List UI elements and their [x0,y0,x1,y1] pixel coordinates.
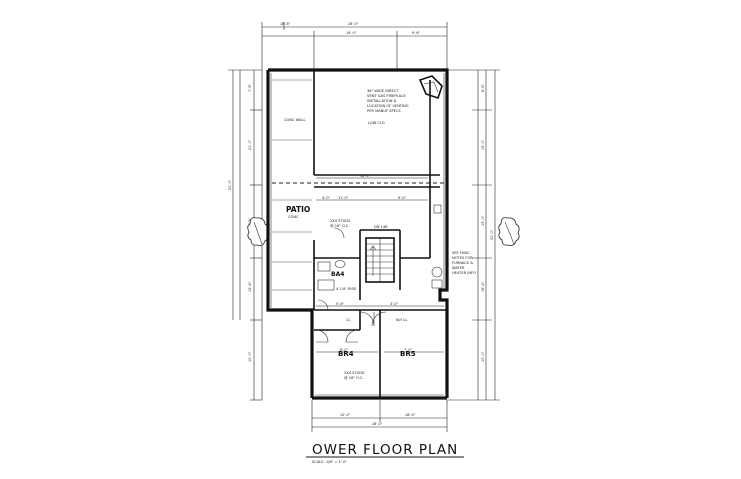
top-dim-text: 14'-0" [346,31,357,35]
bottom-dim-text: 16'-0" [405,413,416,417]
drywall-note: CONC WALL [284,118,306,122]
inner-dim-text: 3'-0" [390,302,398,306]
inner-dim-text: 6'-0" [340,348,348,352]
patio-hatch [272,79,312,291]
inner-dim-text: 7'-0" [404,348,412,352]
note-line: PER MANUF SPECS [367,109,401,113]
note-line: NOTES FOR [452,256,473,260]
top-dim-text: 9'-6" [412,31,420,35]
left-dim-text: 7'-8" [248,84,252,92]
right-dim-text: 10'-0" [481,351,485,362]
note-line: HEATER INFO [452,271,476,275]
mechanical-equipment [431,204,443,289]
left-dim-text: 21'-0" [248,139,252,150]
door-swings [315,227,387,343]
note-line: 36" WIDE DIRECT [367,89,399,93]
mech-note: SEE HVAC NOTES FOR FURNACE & WATER HEATE… [452,251,476,275]
note-line: FURNACE & [452,261,473,265]
bottom-dimensions: 12'-0" 16'-0" 28'-0" [311,400,448,432]
interior-dimensions: 16'-0" 11'-0" 9'-0" 4'-0" 3'-0" 5'-6" 6'… [316,174,444,353]
stair-icon [365,237,395,283]
patio-label: PATIO [286,205,310,214]
bedroom-4-label: BR4 [338,350,354,358]
wall-note: @ 16" O.C. [344,376,364,380]
left-dim-text: 51'-0" [228,179,232,190]
left-dimensions: 7'-8" 21'-0" 8'-6" 15'-6" 10'-0" 51'-0" [228,69,263,401]
plan-title: OWER FLOOR PLAN [312,442,458,458]
scale-note: SCALE: 1/8" = 1'-0" [312,460,347,464]
note-line: WATER [452,266,465,270]
note-line: SEE HVAC [452,251,470,255]
patio-sub-label: CONC [288,215,299,219]
right-tree-symbol [498,217,520,246]
right-dim-text: 51'-0" [490,229,494,240]
right-dimensions: 8'-6" 15'-0" 13'-0" 16'-4" 10'-0" 51'-0" [447,69,500,401]
stair-note: 4 1/4" RISE [336,287,357,291]
right-dim-text: 8'-6" [481,84,485,92]
bath-label: BA4 [331,271,344,278]
left-tree-symbol [247,217,269,246]
note-line: VENT GAS FIREPLACE [367,94,406,98]
inner-dim-text: 11'-0" [338,196,349,200]
left-dim-text: 15'-6" [248,281,252,292]
top-dim-text: 18'-6" [280,22,291,26]
top-dimensions: 18'-6" 28'-0" 14'-0" 9'-6" [261,22,448,70]
fireplace-note: 36" WIDE DIRECT VENT GAS FIREPLACE INSTA… [367,89,409,113]
bedroom-5-label: BR5 [400,350,416,358]
right-dim-text: 13'-0" [481,215,485,226]
wall-note: 2X4 STUDS [344,371,365,375]
left-dim-text: 10'-0" [248,351,252,362]
walkin-closet-label: W/I CL [396,318,407,322]
fireplace-icon [418,75,443,175]
inner-dim-text: 5'-6" [336,302,344,306]
inner-dim-text: 9'-0" [398,196,406,200]
inner-dim-text: 16'-0" [360,174,371,178]
ceiling-note: LOW CLG [368,121,385,125]
closet-label: CL [346,318,351,322]
note-line: LOCATION OF VENTING [367,104,409,108]
inner-dim-text: 4'-0" [322,196,330,200]
top-dim-text: 28'-0" [348,22,359,26]
wall-note: 2X4 STUDS [330,219,351,223]
right-dim-text: 15'-0" [481,139,485,150]
bath-fixtures [317,260,346,291]
right-dim-text: 16'-4" [481,281,485,292]
bottom-dim-text: 12'-0" [340,413,351,417]
wall-note: @ 16" O.C. [330,224,350,228]
bottom-dim-text: 28'-0" [372,422,383,426]
stair-note: DN 14R [374,225,388,229]
note-line: INSTALLATION & [367,99,397,103]
